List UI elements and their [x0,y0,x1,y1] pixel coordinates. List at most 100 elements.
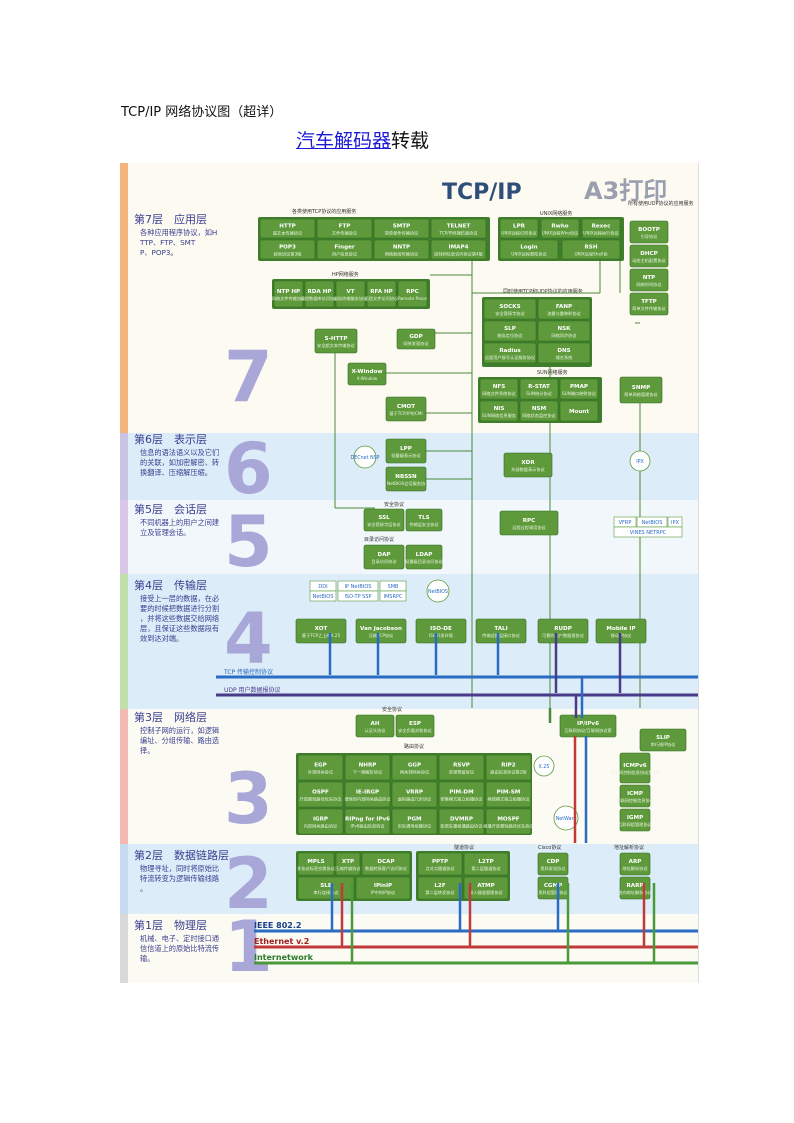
box-ssl-sub: 安全套接字层协议 [367,521,401,528]
box-gdp-sub: 网关发现协议 [403,340,429,347]
box-xdr-sub: 外部数据表示协议 [511,466,545,473]
layer-num-1: 1 [224,906,273,983]
layer-desc-7: TTP、FTP、SMT [139,238,196,247]
l3-box-icmp-sub: 互联网控制信息协议 [616,797,655,804]
box-shttp-label: S-HTTP [325,336,348,342]
l2-box-atmp-label: ATMP [477,883,494,889]
circle-ipx: IPX [636,459,644,465]
circle-decnet-nsp-bg [353,445,377,469]
tu-box-radius-sub: 远程用户拨号认证服务协议 [485,354,536,361]
l3-box-pgm-sub: 实际通用组播协议 [398,823,432,830]
udp-box-dhcp-label: DHCP [640,251,658,257]
l2-box-mpls-bg [297,852,335,876]
l3-box-icmpv6-sub: 互联网控制信息协议第6版 [611,769,661,776]
l2-box-rarp-label: RARP [626,883,643,889]
box-ssl-bg [363,508,405,532]
layer-labels: 第7层 应用层各种应用程序协议，如HTTP、FTP、SMTP、POP3。第6层 … [134,212,229,963]
l3-box-egp-bg [297,754,344,781]
l3-box-ip-label: IP/IPv6 [577,721,599,727]
tu-box-radius-bg [483,342,537,364]
l2-box-arp-sub: 地址解析协议 [622,865,648,872]
layer-desc-2: 物理寻址，同时将原始比 [140,864,219,873]
l3-box-rsvp-sub: 资源预留协议 [449,769,475,776]
sun-box-nis-bg [479,400,519,422]
layer-title-5: 第5层 会话层 [134,502,207,516]
l2-box-l2f-bg [417,876,463,900]
group-security: 安全协议 [384,501,404,508]
box-lpp-label: LPP [400,446,412,452]
tu-box-dns-sub: 域名系统 [556,354,573,361]
group-unix: UNIX网络服务 [540,210,572,217]
l2-box-atmp-bg [463,876,509,900]
app-box-telnet-label: TELNET [447,224,471,230]
box-rpc5-bg [499,510,559,536]
sun-box-nfs-sub: 网络文件系统协议 [482,390,516,397]
layer-num-2: 2 [224,843,273,925]
layer-desc-5: 立及管理会话。 [140,528,190,537]
phys-ieee: IEEE 802.2 [254,921,301,930]
unix-box-rexec-bg [581,218,621,239]
l3-box-ggp-label: GGP [408,763,421,769]
unix-box-rexec-label: Rexec [592,224,611,230]
app-box-telnet-sub: TCP/IP终端仿真协议 [438,230,478,237]
group-tcp-services: 各类使用TCP协议的应用服务 [292,208,356,215]
l3-box-igmp-sub: 互联网组管理协议 [618,821,652,828]
sun-box-nis-label: NIS [494,406,505,412]
l3-box-pim-dm-label: PIM-DM [449,790,474,796]
layer-desc-6: 信息的语法语义以及它们 [140,448,219,457]
layer-desc-3: 控制子网的运行，如逻辑 [140,726,219,735]
sun-box-nfs-label: NFS [493,384,506,390]
subtitle-link[interactable]: 汽车解码器 [296,130,392,152]
l3-box-rip2-label: RIP2 [501,763,515,769]
udp-box-dhcp-sub: 动态主机配置协议 [632,257,666,264]
sun-box-pmap-sub: SUN端口映射协议 [562,390,597,397]
box-dap-label: DAP [377,552,390,558]
l2-box-pptp-bg [417,852,463,876]
hp-box-ntp-hp-label: NTP HP [277,289,300,295]
sun-box-nis-sub: SUN网络信息服务 [482,412,517,419]
l4-box-xot-bg [295,618,347,644]
layer-desc-1: 输。 [140,954,154,963]
small-vines-bg [613,526,683,538]
sun-box-nsm-sub: 网络状态监控协议 [522,412,556,419]
app-box-pop3-label: POP3 [279,245,296,251]
l2-box-cgmp-sub: 思科组管理协议 [538,889,568,896]
unix-box-login-label: Login [520,245,537,251]
tu-box-socks-bg [483,298,537,320]
l2-box-cdp-bg [537,852,569,876]
box-snmp-sub: 简单网络管理协议 [624,391,658,398]
l3-box-rsvp-bg [438,754,485,781]
l3-box-egp-sub: 外部网关协议 [308,769,334,776]
l3-box-ah-bg [355,714,395,738]
unix-box-lpr-bg [499,218,539,239]
hp-box-rfa-hp-sub: 远程文件访问协议 [365,295,399,302]
l2-box-cdp-label: CDP [547,859,560,865]
phys-internetwork: Internetwork [254,953,314,962]
l4-box-rudp-label: RUDP [554,626,572,632]
l2-box-mpls-sub: 多协议标签交换协议 [297,865,336,872]
udp-box-dhcp-bg [629,244,669,268]
l4-box-van-jacobson-bg [355,618,407,644]
l3-box-mospf-bg [485,808,532,835]
unix-box-rsh-label: RSH [584,245,597,251]
box-tls-sub: 传输层安全协议 [409,521,439,528]
app-box-smtp-sub: 简单邮件传输协议 [385,230,419,237]
layer-title-6: 第6层 表示层 [134,432,207,446]
box-dap-sub: 目录访问协议 [371,558,397,565]
circle-x-25-bg [533,755,555,777]
